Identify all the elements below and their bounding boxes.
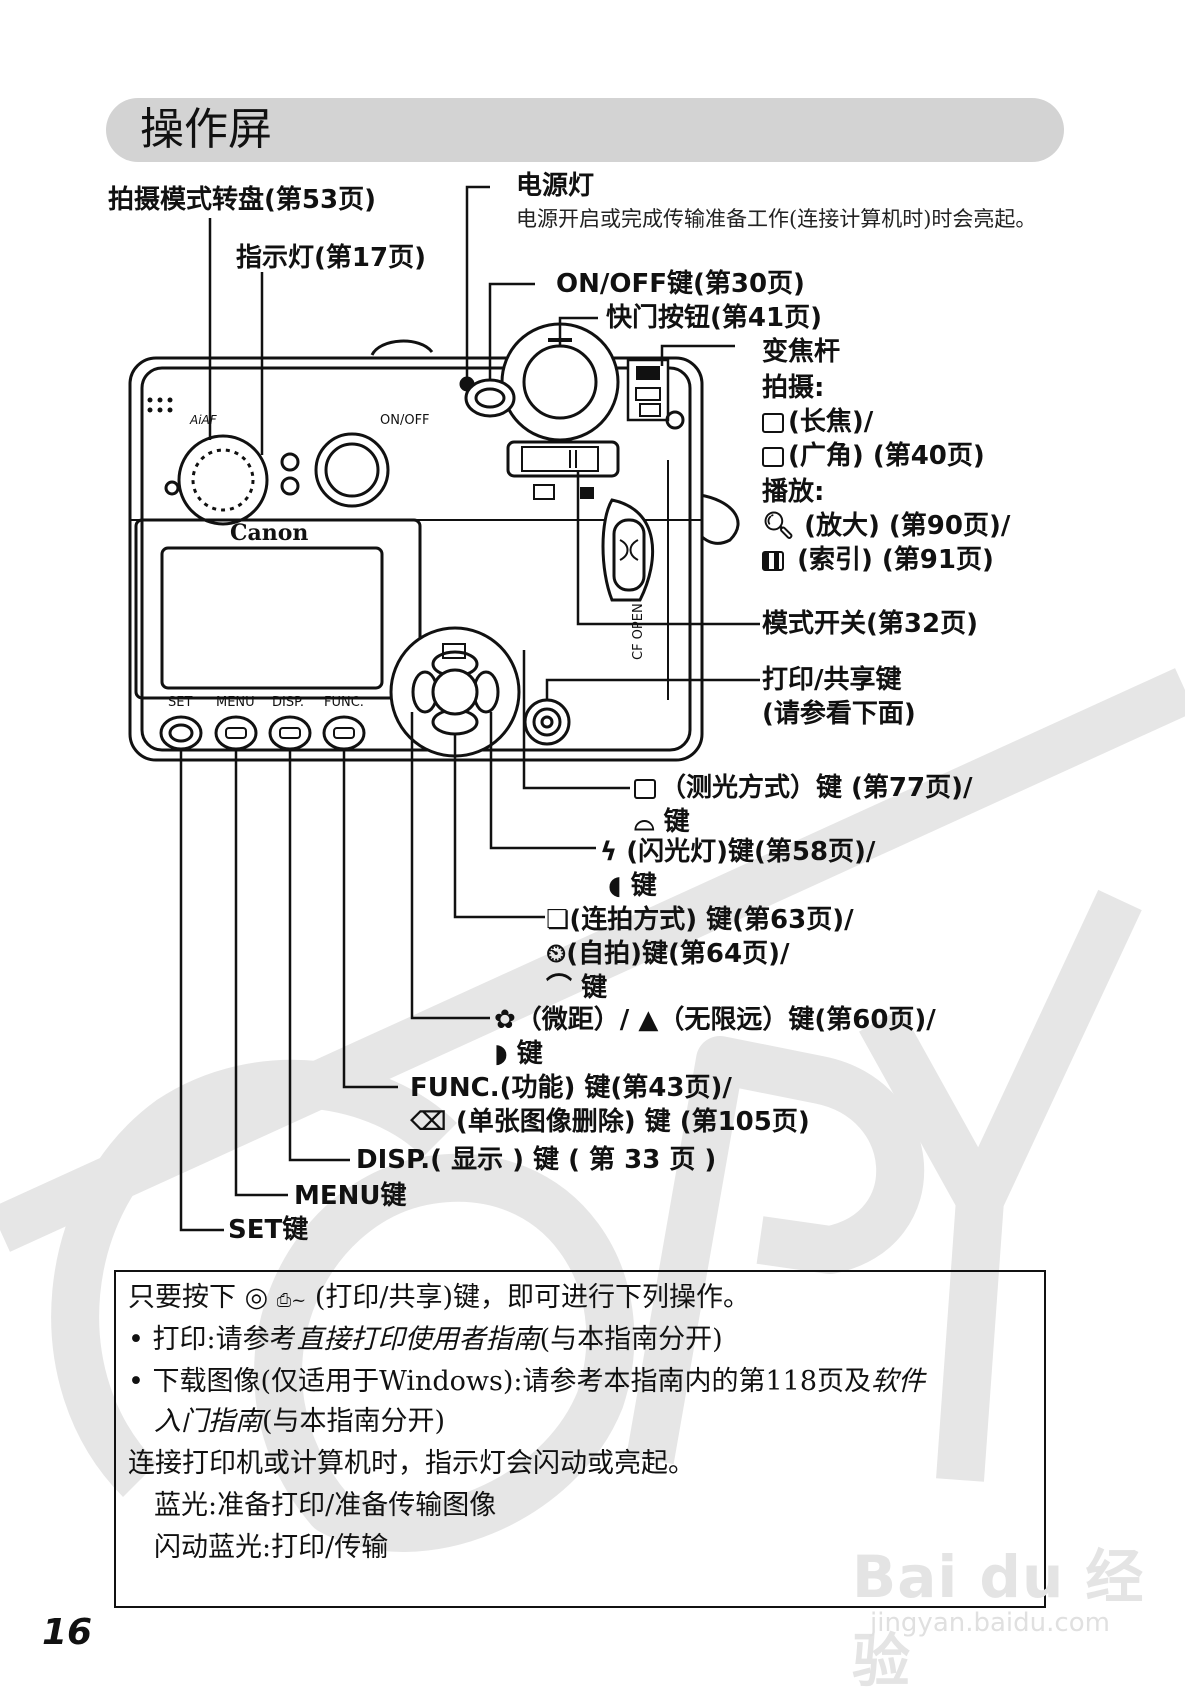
- callout-flash-2: ◖ 键: [608, 871, 657, 901]
- info-line-5: 蓝光:准备打印/准备传输图像: [154, 1490, 497, 1521]
- callout-drive-1: ❏(连拍方式) 键(第63页)/: [546, 905, 854, 935]
- print-share-button-icon: ◎: [244, 1282, 269, 1313]
- callout-mode-switch: 模式开关(第32页): [762, 609, 978, 639]
- callout-drive-2: ⏲(自拍)键(第64页)/: [546, 939, 790, 969]
- lcd-screen: [160, 546, 384, 690]
- wide-angle-icon: [762, 447, 784, 467]
- info-line-1: 只要按下 ◎ ⎙~ (打印/共享)键，即可进行下列操作。: [128, 1282, 750, 1313]
- callout-drive-3: ⌒ 键: [546, 973, 608, 1003]
- info-bullet-2: • 下载图像(仅适用于Windows):请参考本指南内的第118页及软件: [128, 1366, 926, 1397]
- callout-zoom-magnify: 🔍︎ (放大) (第90页)/: [762, 511, 1011, 541]
- info-line-6: 闪动蓝光:打印/传输: [154, 1532, 389, 1563]
- metering-icon: [634, 779, 656, 799]
- left-key-icon: ◗: [494, 1039, 517, 1069]
- index-icon: [762, 551, 784, 571]
- callout-macro-1: ✿（微距）/ ▲（无限远）键(第60页)/: [494, 1005, 936, 1035]
- callout-zoom-wide: (广角) (第40页): [762, 440, 985, 472]
- magnify-icon: 🔍︎: [762, 511, 805, 541]
- callout-print-share-2: (请参看下面): [762, 699, 916, 729]
- callout-indicator: 指示灯(第17页): [236, 243, 426, 273]
- callout-power-lamp: 电源灯: [516, 171, 595, 201]
- callout-zoom-shoot: 拍摄:: [762, 373, 825, 403]
- macro-icon: ✿: [494, 1005, 516, 1035]
- callout-onoff: ON/OFF键(第30页): [556, 269, 805, 299]
- camera-brand: Canon: [230, 520, 308, 546]
- callout-zoom-tele: (长焦)/: [762, 406, 873, 438]
- camera-button-disp-label: DISP.: [272, 695, 304, 710]
- baidu-watermark-url: jingyan.baidu.com: [870, 1608, 1110, 1638]
- callout-func-2: ⌫ (单张图像删除) 键 (第105页): [410, 1107, 810, 1137]
- info-box: [114, 1270, 1046, 1608]
- page-number: 16: [42, 1612, 93, 1653]
- telephoto-icon: [762, 413, 784, 433]
- print-share-symbol-icon: ⎙~: [276, 1290, 307, 1311]
- callout-print-share-1: 打印/共享键: [762, 665, 902, 695]
- callout-flash-1: ϟ (闪光灯)键(第58页)/: [600, 837, 876, 867]
- callout-mode-dial: 拍摄模式转盘(第53页): [108, 185, 376, 215]
- callout-shutter: 快门按钮(第41页): [606, 303, 822, 333]
- callout-set: SET键: [228, 1215, 309, 1245]
- trash-icon: ⌫: [410, 1107, 456, 1137]
- section-title: 操作屏: [140, 104, 272, 155]
- info-bullet-2-cont: 入门指南(与本指南分开): [154, 1406, 446, 1437]
- indicator-lamp-2: [280, 476, 300, 496]
- indicator-lamp-1: [280, 452, 300, 472]
- up-key-icon: ⌓: [634, 807, 664, 837]
- callout-zoom-title: 变焦杆: [762, 337, 841, 367]
- callout-metering-2: ⌓ 键: [634, 807, 690, 837]
- infinity-icon: ▲: [629, 1005, 659, 1035]
- camera-button-menu-label: MENU: [216, 695, 255, 710]
- callout-macro-2: ◗ 键: [494, 1039, 543, 1069]
- info-line-4: 连接打印机或计算机时，指示灯会闪动或亮起。: [128, 1448, 695, 1479]
- camera-button-func-label: FUNC.: [324, 695, 364, 710]
- callout-zoom-play: 播放:: [762, 477, 825, 507]
- continuous-icon: ❏: [546, 905, 570, 935]
- camera-onoff-label: ON/OFF: [380, 413, 430, 428]
- callout-power-lamp-desc: 电源开启或完成传输准备工作(连接计算机时)时会亮起。: [516, 207, 1037, 231]
- camera-button-set-label: SET: [168, 695, 192, 710]
- callout-zoom-index: (索引) (第91页): [762, 544, 994, 576]
- callout-metering-1: （测光方式）键 (第77页)/: [634, 772, 973, 804]
- callout-menu: MENU键: [294, 1181, 407, 1211]
- callout-func-1: FUNC.(功能) 键(第43页)/: [410, 1073, 732, 1103]
- self-timer-icon: ⏲: [546, 939, 567, 969]
- info-bullet-1: • 打印:请参考直接打印使用者指南(与本指南分开): [128, 1324, 723, 1355]
- camera-cf-label: CF OPEN: [631, 603, 646, 660]
- section-header-bar: [106, 98, 1064, 162]
- right-key-icon: ◖: [608, 871, 631, 901]
- callout-disp: DISP.( 显示 ) 键 ( 第 33 页 ): [356, 1145, 717, 1175]
- down-key-icon: ⌒: [546, 973, 582, 1003]
- flash-icon: ϟ: [600, 837, 627, 867]
